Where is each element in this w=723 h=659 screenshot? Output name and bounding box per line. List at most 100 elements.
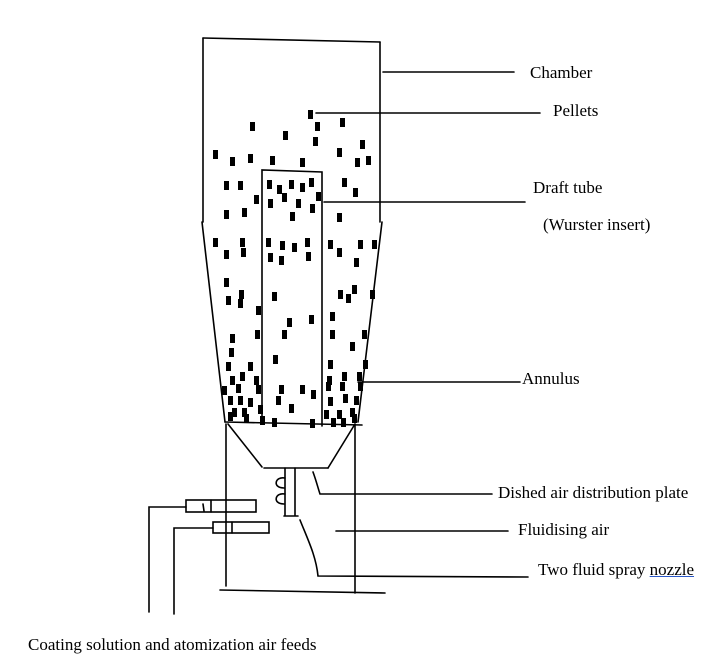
pellet [366, 156, 371, 165]
pellet [213, 150, 218, 159]
pellet [248, 154, 253, 163]
pellet [272, 418, 277, 427]
pellet [310, 204, 315, 213]
pellet [244, 414, 249, 423]
cone-right-wall [357, 221, 383, 423]
pellet [355, 158, 360, 167]
pellet [270, 156, 275, 165]
pellet [370, 290, 375, 299]
label-distribution-plate: Dished air distribution plate [498, 483, 689, 502]
pellet [337, 410, 342, 419]
chamber-top-edge [202, 37, 381, 43]
leader-plate [312, 471, 493, 495]
pellet [248, 398, 253, 407]
pellet [283, 131, 288, 140]
housing-base [219, 589, 386, 594]
pellet [282, 193, 287, 202]
pellet [226, 296, 231, 305]
nozzle-loop-lower [275, 493, 286, 505]
pellet [300, 158, 305, 167]
pellet [358, 240, 363, 249]
label-chamber: Chamber [530, 63, 593, 82]
pellet [268, 199, 273, 208]
pellet [352, 414, 357, 423]
pellet [341, 418, 346, 427]
pellet [358, 382, 363, 391]
pellet [316, 192, 321, 201]
pellet [250, 122, 255, 131]
pellet [300, 183, 305, 192]
label-annulus: Annulus [522, 369, 580, 388]
pellet [340, 118, 345, 127]
pellet [330, 312, 335, 321]
pellet [309, 178, 314, 187]
pellet [327, 376, 332, 385]
pellet [357, 372, 362, 381]
pellet [338, 290, 343, 299]
distribution-plate-right [327, 423, 356, 469]
pellet [254, 195, 259, 204]
pellet [224, 250, 229, 259]
pellet [213, 238, 218, 247]
feed-tube-upper [185, 499, 257, 513]
pellet [238, 181, 243, 190]
nozzle-loop-upper [275, 477, 286, 489]
pellet [279, 385, 284, 394]
pellet [276, 396, 281, 405]
pellet [309, 315, 314, 324]
pellet [331, 418, 336, 427]
pellet [238, 396, 243, 405]
pellet [290, 212, 295, 221]
pellet [248, 362, 253, 371]
pellet [292, 243, 297, 252]
pellet [363, 360, 368, 369]
pellet [342, 178, 347, 187]
pellet [228, 396, 233, 405]
pellet [300, 385, 305, 394]
pellet [287, 318, 292, 327]
pellet [256, 306, 261, 315]
pellet [282, 330, 287, 339]
pellet [239, 290, 244, 299]
draft-tube [261, 169, 323, 427]
pellet [273, 355, 278, 364]
pellet [230, 376, 235, 385]
label-spray-nozzle: Two fluid spray nozzle [538, 561, 694, 578]
pellet [260, 416, 265, 425]
cone-left-wall [201, 221, 226, 423]
pellet [230, 334, 235, 343]
pellet [346, 294, 351, 303]
pellet [268, 253, 273, 262]
pellet [258, 405, 263, 414]
pellet [337, 213, 342, 222]
pellet [224, 210, 229, 219]
pellet [342, 372, 347, 381]
pellets-group [213, 110, 377, 428]
pellet [308, 110, 313, 119]
pellet [224, 181, 229, 190]
label-spray-nozzle-underlined: nozzle [649, 560, 695, 579]
feed-tube-lower [212, 521, 270, 534]
pellet [272, 292, 277, 301]
pellet [289, 180, 294, 189]
label-draft-tube: Draft tube [533, 178, 603, 197]
pellet [256, 385, 261, 394]
pellet [232, 408, 237, 417]
pellet [228, 412, 233, 421]
pellet [324, 410, 329, 419]
pellet [241, 248, 246, 257]
pellet [362, 330, 367, 339]
label-spray-nozzle-text: Two fluid spray [538, 560, 650, 579]
pellet [280, 241, 285, 250]
feed-line-upper [148, 506, 187, 613]
pellet [255, 330, 260, 339]
pellet [326, 382, 331, 391]
leader-nozzle [299, 519, 529, 578]
pellet [328, 360, 333, 369]
pellet [224, 278, 229, 287]
pellet [360, 140, 365, 149]
pellet [337, 248, 342, 257]
pellet [242, 408, 247, 417]
distribution-plate-left [227, 423, 263, 468]
